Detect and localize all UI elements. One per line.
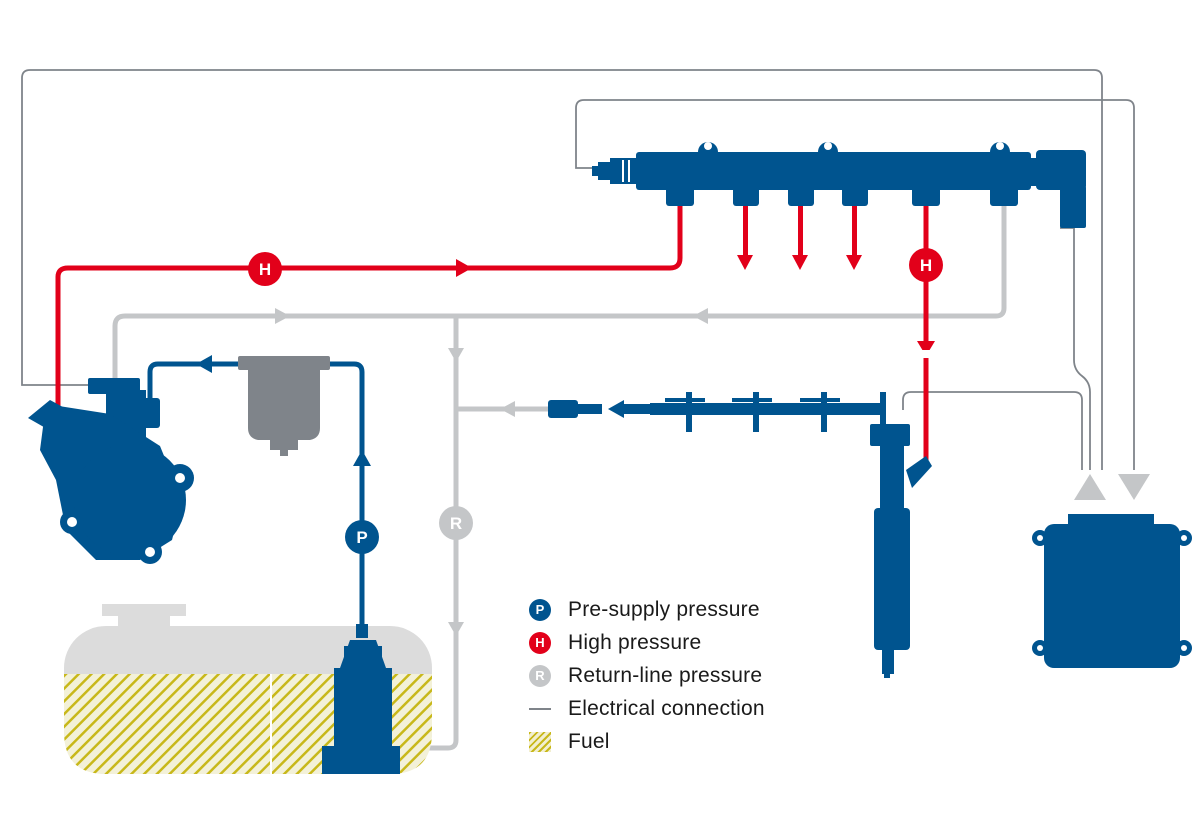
return-arrow [448,348,464,362]
pre-supply-arrow [196,355,212,373]
electric-fuel-pump-icon [322,624,400,774]
high-pressure-pump-icon [28,378,194,564]
svg-text:H: H [920,256,932,275]
high-pressure-arrow [917,341,935,356]
legend-label: Electrical connection [568,696,765,720]
marker-return: R [439,506,473,540]
pressure-sensor-icon [622,160,630,182]
fuel-hatch-icon [529,731,551,752]
legend-item-pre-supply: P Pre-supply pressure [528,593,765,626]
ecu-input-arrow-up [1074,474,1106,500]
pre-supply-lines [147,361,365,630]
legend-item-fuel: Fuel [528,725,765,758]
pressure-control-valve-icon [1024,150,1086,228]
pre-supply-arrow [353,450,371,466]
high-pressure-arrow [456,259,472,277]
legend-item-return: R Return-line pressure [528,659,765,692]
svg-text:P: P [356,528,367,547]
pre-supply-marker-icon: P [529,598,551,621]
electrical-line-icon [529,707,551,710]
return-arrows [275,308,708,636]
ecu-icon [1032,474,1192,668]
return-arrow [448,622,464,636]
legend: P Pre-supply pressure H High pressure R … [528,593,765,758]
electrical-connections [21,69,1135,470]
legend-label: Return-line pressure [568,663,763,687]
legend-label: High pressure [568,630,702,654]
marker-pre-supply: P [345,520,379,554]
svg-text:H: H [259,260,271,279]
high-pressure-arrows [456,205,935,356]
legend-label: Fuel [568,729,610,753]
high-pressure-marker-icon: H [529,631,551,654]
return-line-valve-icon [548,392,886,432]
svg-text:R: R [450,514,462,533]
electrical-line-rail-sensor [575,99,1135,470]
common-rail-icon [592,142,1031,206]
high-pressure-lines [55,205,929,476]
return-arrow [500,401,515,417]
return-line-top [112,200,1007,380]
pre-supply-line-filter-to-pump [147,361,240,400]
legend-item-electrical: Electrical connection [528,692,765,725]
electrical-line-valve [1060,227,1091,470]
high-pressure-line-pump-to-rail [55,205,683,410]
return-marker-icon: R [529,664,551,687]
legend-item-high-pressure: H High pressure [528,626,765,659]
return-arrow [693,308,708,324]
marker-high-pressure-1: H [248,252,282,286]
legend-label: Pre-supply pressure [568,597,760,621]
fuel-filter-icon [238,356,330,456]
marker-high-pressure-2: H [909,248,943,282]
pre-supply-arrows [196,355,371,466]
injector-icon [870,424,932,678]
pre-supply-line-tank-to-filter [326,361,365,630]
ecu-output-arrow-down [1118,474,1150,500]
high-pressure-line-rail-to-injector [910,205,929,476]
electrical-line-pump [21,69,1103,470]
return-arrow [275,308,290,324]
return-line-main [428,316,459,751]
electrical-line-injector [902,391,1083,470]
